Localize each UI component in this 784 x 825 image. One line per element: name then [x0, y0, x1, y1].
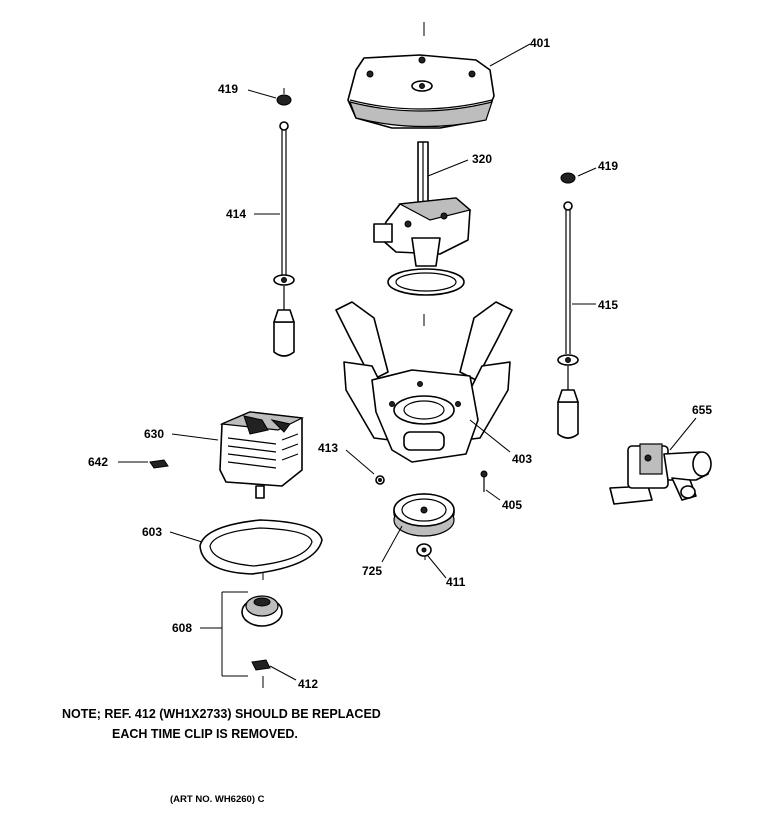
label-412: 412	[298, 677, 318, 691]
label-608: 608	[172, 621, 192, 635]
label-401: 401	[530, 36, 550, 50]
part-401-cover	[347, 54, 495, 129]
label-414: 414	[226, 207, 246, 221]
art-number: (ART NO. WH6260) C	[170, 794, 265, 805]
part-608-drive-pulley	[241, 595, 283, 627]
label-411: 411	[446, 575, 466, 589]
label-603: 603	[142, 525, 162, 539]
part-419-cap-left	[276, 94, 292, 106]
part-405-bolt	[480, 470, 488, 492]
part-415-suspension-rod	[557, 201, 579, 439]
label-642: 642	[88, 455, 108, 469]
label-403: 403	[512, 452, 532, 466]
note-line-1: NOTE; REF. 412 (WH1X2733) SHOULD BE REPL…	[62, 707, 381, 721]
label-630: 630	[144, 427, 164, 441]
label-320: 320	[472, 152, 492, 166]
part-320-transmission	[373, 141, 472, 296]
part-403-mounting-bracket	[335, 301, 513, 463]
label-405: 405	[502, 498, 522, 512]
part-413-nut	[375, 475, 385, 485]
label-655: 655	[692, 403, 712, 417]
part-655-pump	[609, 443, 712, 505]
part-411-nut	[416, 543, 432, 557]
part-412-clip	[251, 659, 271, 671]
label-725: 725	[362, 564, 382, 578]
label-415: 415	[598, 298, 618, 312]
note-line-2: EACH TIME CLIP IS REMOVED.	[112, 727, 298, 741]
label-419-right: 419	[598, 159, 618, 173]
part-630-motor	[219, 411, 305, 499]
part-725-pulley	[393, 493, 455, 537]
part-642-clip	[149, 459, 169, 469]
part-419-cap-right	[560, 172, 576, 184]
part-414-suspension-rod	[273, 88, 295, 357]
label-413: 413	[318, 441, 338, 455]
label-419-left: 419	[218, 82, 238, 96]
part-603-belt	[199, 519, 323, 575]
